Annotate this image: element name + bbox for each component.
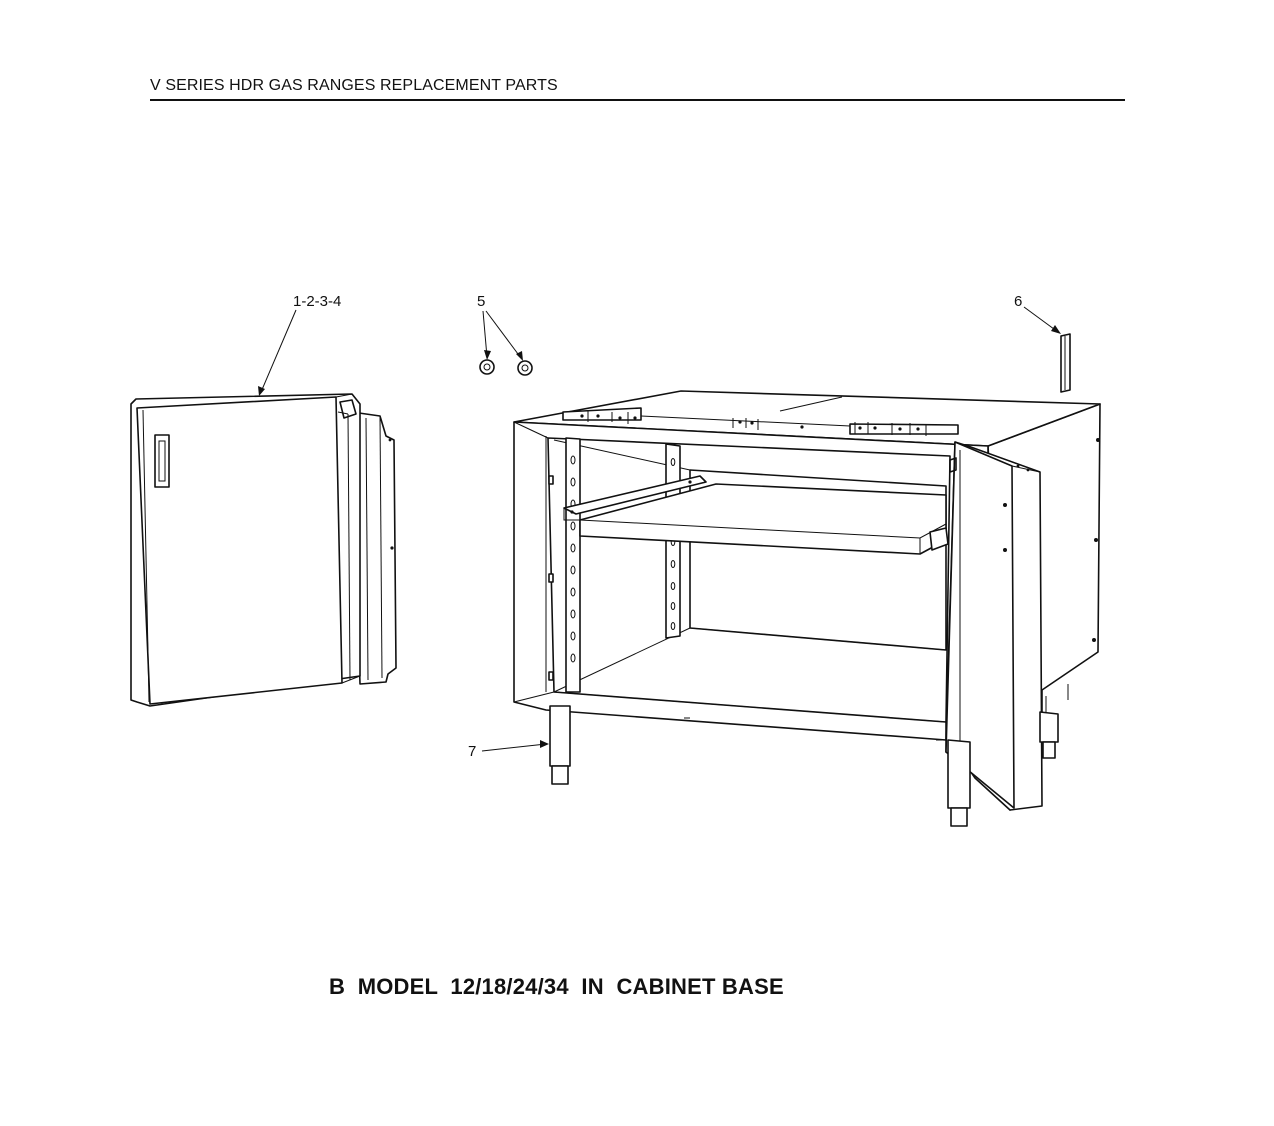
callout-leaders [258,306,1061,752]
callout-hinge-part: 6 [1014,293,1022,310]
callout-legs: 7 [468,743,476,760]
diagram-caption: B MODEL 12/18/24/34 IN CABINET BASE [329,974,784,999]
callout-door-assembly: 1-2-3-4 [293,293,341,310]
hinge-bracket-part[interactable] [1060,333,1071,393]
header-divider [150,99,1125,101]
open-cabinet-door[interactable] [945,441,1043,811]
bumper-parts[interactable] [479,359,533,376]
page-header-title: V SERIES HDR GAS RANGES REPLACEMENT PART… [150,77,558,94]
cabinet-legs[interactable] [549,684,1069,827]
door-handle [154,434,170,488]
callout-bumpers: 5 [477,293,485,310]
cabinet-shelf [563,475,949,555]
detached-cabinet-door[interactable] [130,393,397,707]
